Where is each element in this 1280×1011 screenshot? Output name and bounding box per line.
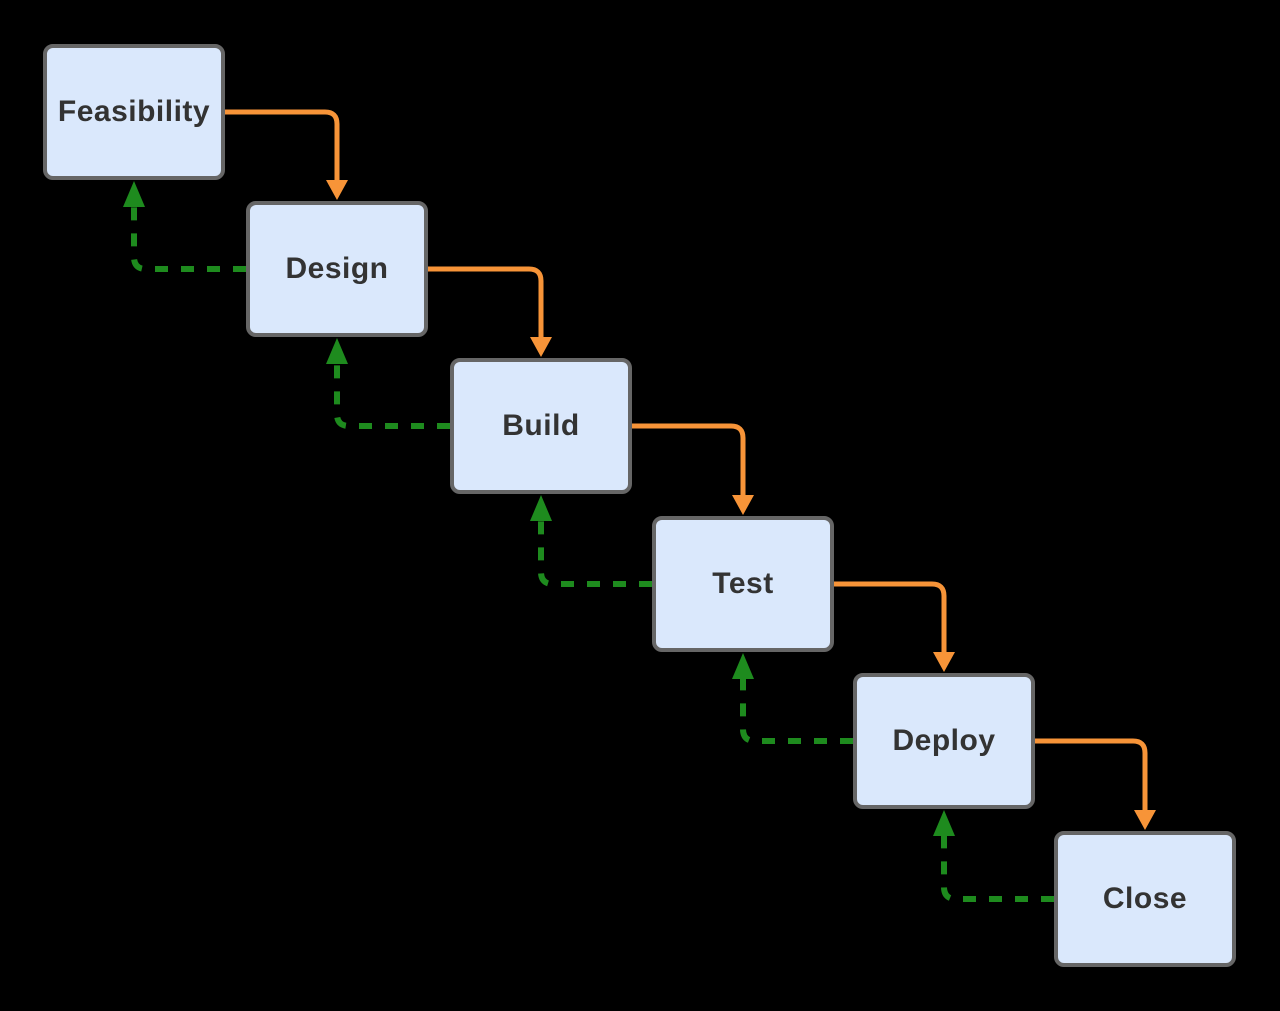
- edge-backward-test-build: [530, 495, 652, 587]
- arrowhead-icon: [530, 495, 552, 521]
- node-label: Build: [502, 409, 580, 442]
- arrowhead-icon: [123, 181, 145, 207]
- arrowhead-icon: [933, 652, 955, 672]
- edge-forward-design-build: [428, 266, 552, 357]
- edge-line: [131, 207, 246, 272]
- arrowhead-icon: [326, 338, 348, 364]
- edge-line: [941, 836, 1054, 902]
- node-close[interactable]: Close: [1054, 831, 1236, 967]
- edge-line: [740, 679, 853, 744]
- arrowhead-icon: [326, 180, 348, 200]
- node-label: Design: [285, 252, 389, 285]
- edge-forward-build-test: [632, 423, 754, 515]
- edge-backward-build-design: [326, 338, 450, 429]
- node-label: Test: [712, 567, 774, 600]
- node-test[interactable]: Test: [652, 516, 834, 652]
- edge-line: [834, 581, 947, 652]
- node-design[interactable]: Design: [246, 201, 428, 337]
- node-feasibility[interactable]: Feasibility: [43, 44, 225, 180]
- edge-line: [428, 266, 544, 337]
- arrowhead-icon: [530, 337, 552, 357]
- edge-backward-deploy-test: [732, 653, 853, 744]
- arrowhead-icon: [732, 495, 754, 515]
- edge-forward-feasibility-design: [225, 109, 348, 200]
- edge-line: [1035, 738, 1148, 810]
- arrowhead-icon: [732, 653, 754, 679]
- node-label: Deploy: [892, 724, 996, 757]
- edge-forward-test-deploy: [834, 581, 955, 672]
- edge-line: [538, 521, 652, 587]
- node-label: Feasibility: [57, 95, 211, 128]
- edge-backward-close-deploy: [933, 810, 1054, 902]
- edge-line: [632, 423, 746, 495]
- edge-forward-deploy-close: [1035, 738, 1156, 830]
- node-deploy[interactable]: Deploy: [853, 673, 1035, 809]
- arrowhead-icon: [1134, 810, 1156, 830]
- edge-line: [334, 364, 450, 429]
- node-build[interactable]: Build: [450, 358, 632, 494]
- edge-line: [225, 109, 340, 180]
- arrowhead-icon: [933, 810, 955, 836]
- edge-backward-design-feasibility: [123, 181, 246, 272]
- node-label: Close: [1102, 882, 1188, 915]
